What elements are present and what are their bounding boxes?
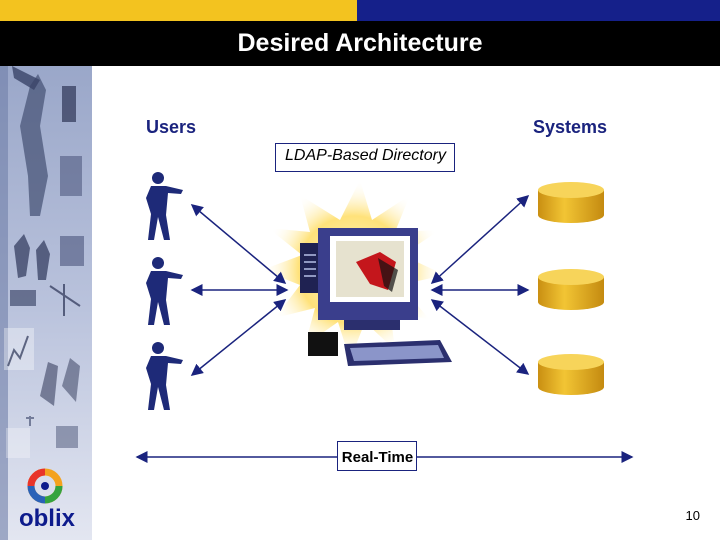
systems-label: Systems (533, 117, 608, 137)
system-database-icon (538, 269, 604, 310)
connector-arrow (430, 299, 530, 375)
computer-icon (300, 228, 452, 366)
users-label: Users (146, 117, 197, 137)
user-person-icon (146, 257, 183, 325)
user-person-icon (146, 172, 183, 240)
top-accent-bar-yellow (0, 0, 357, 21)
title-bar (0, 21, 720, 66)
realtime-label: Real-Time (341, 449, 414, 466)
directory-label: LDAP-Based Directory (285, 147, 446, 164)
connector-arrow (430, 194, 530, 285)
user-person-icon (146, 342, 183, 410)
top-accent-bar-blue (357, 0, 720, 21)
realtime-label-box (337, 441, 417, 471)
sidebar-collage-image (0, 66, 92, 540)
connector-arrow (190, 299, 287, 376)
system-database-icon (538, 182, 604, 223)
directory-label-box (275, 143, 455, 172)
page-number: 10 (685, 508, 700, 523)
slide-title: Desired Architecture (237, 29, 483, 57)
connector-arrow (190, 204, 287, 284)
oblix-logo-text: oblix (18, 505, 75, 532)
system-database-icon (538, 354, 604, 395)
